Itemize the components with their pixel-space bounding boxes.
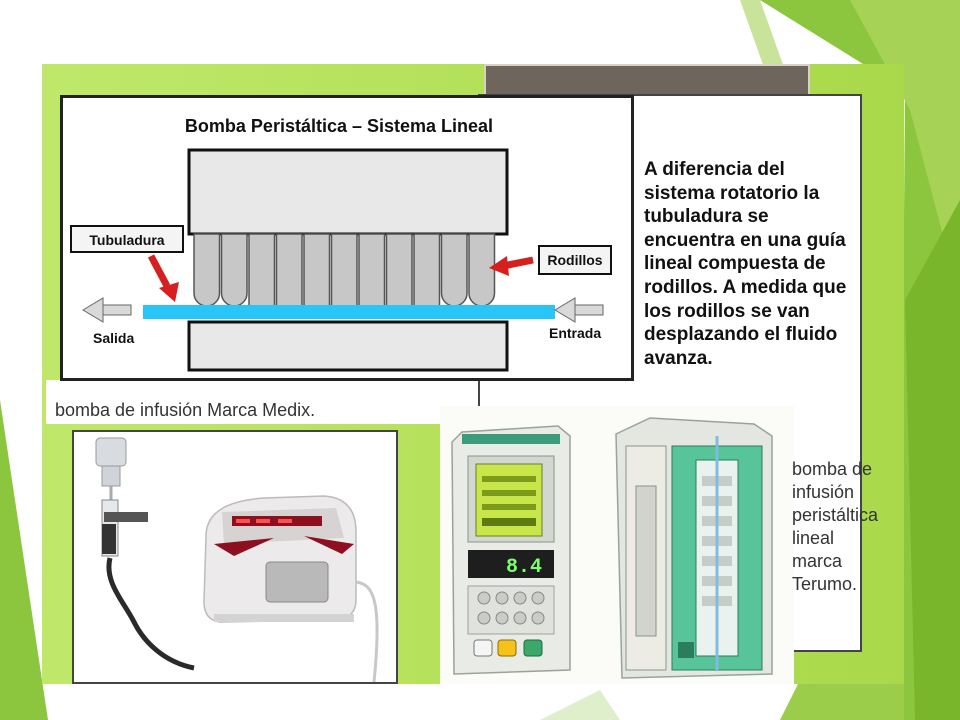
coiled-cable-icon (106, 557, 195, 671)
led-readout-panel (468, 550, 554, 578)
medix-pump-photo (72, 430, 398, 684)
description-text: A diferencia del sistema rotatorio la tu… (644, 159, 847, 369)
right-accent-icon (304, 536, 354, 554)
diagram-title: Bomba Peristáltica – Sistema Lineal (185, 116, 493, 136)
roller (468, 233, 496, 307)
roller (220, 233, 248, 307)
left-accent-icon (214, 538, 274, 556)
led-display-icon (232, 516, 322, 526)
rollers-arrow-icon (489, 256, 534, 276)
outlet-label: Salida (93, 330, 134, 346)
rollers-label: Rodillos (547, 252, 602, 268)
rollers-label-box (538, 245, 612, 275)
drop-sensor-icon (104, 512, 148, 522)
roller (440, 233, 468, 307)
yellow-key-icon (497, 639, 517, 657)
iv-tubing-icon (355, 580, 379, 682)
led-readout: 8.4 (506, 556, 542, 579)
caption-strip (46, 380, 478, 424)
top-housing-block (187, 148, 509, 236)
pump-door-icon (265, 561, 329, 603)
bottom-guide-block (187, 320, 509, 372)
outlet-arrow-icon (82, 297, 132, 323)
tubing-label: Tubuladura (89, 232, 164, 248)
peristaltic-pump-diagram: Bomba Peristáltica – Sistema Lineal Tubu… (60, 95, 634, 381)
medix-caption: bomba de infusión Marca Medix. (55, 400, 316, 420)
fluid-tube (143, 305, 555, 319)
green-key-icon (523, 639, 543, 657)
roller (193, 233, 221, 307)
inlet-label: Entrada (549, 325, 601, 341)
terumo-caption: bomba de infusión peristáltica lineal ma… (792, 459, 879, 594)
iv-bottle-icon (95, 437, 127, 467)
tubing-label-box (70, 225, 184, 253)
tubing-arrow-icon (147, 254, 179, 302)
inlet-arrow-icon (554, 297, 604, 323)
terumo-pump-photo: 8.4 (440, 406, 794, 684)
keypad-icon (467, 585, 555, 635)
